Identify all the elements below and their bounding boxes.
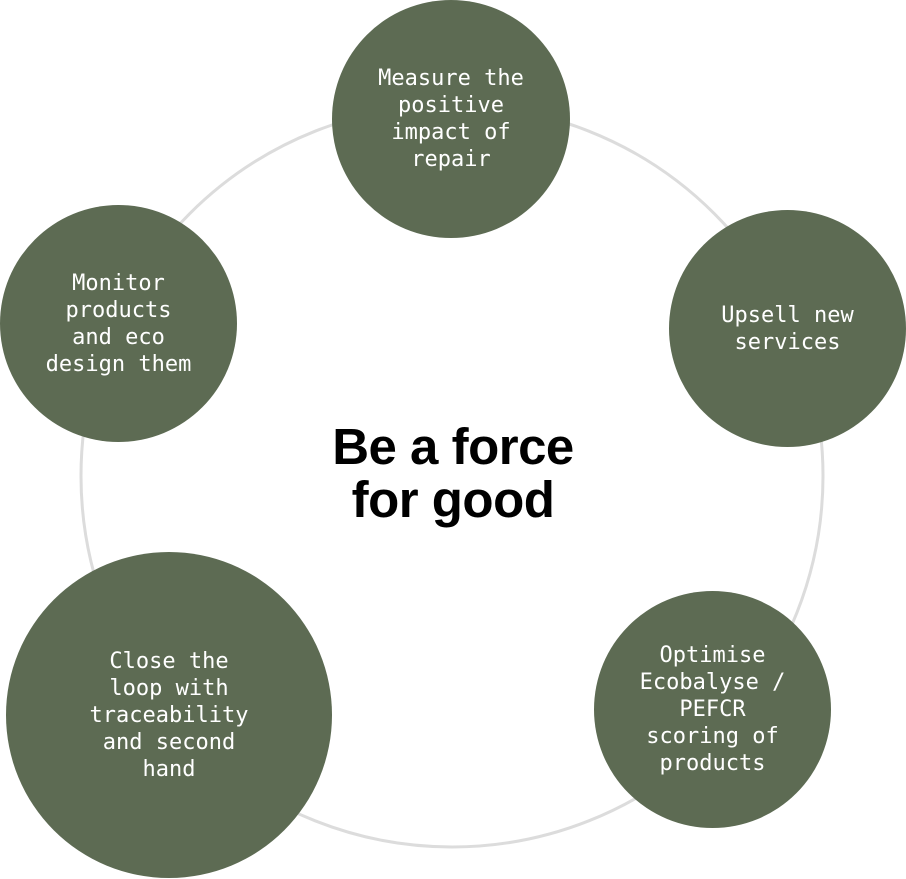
node-measure-impact: Measure the positive impact of repair [332,0,570,238]
node-upsell-services: Upsell new services [669,210,906,447]
node-close-loop-label: Close the loop with traceability and sec… [89,648,249,782]
node-optimise-scoring-label: Optimise Ecobalyse / PEFCR scoring of pr… [639,643,786,776]
node-close-loop: Close the loop with traceability and sec… [6,552,332,878]
center-title: Be a force for good [332,418,574,528]
node-optimise-scoring: Optimise Ecobalyse / PEFCR scoring of pr… [594,591,831,828]
node-measure-impact-label: Measure the positive impact of repair [378,66,524,172]
node-monitor-products: Monitor products and eco design them [0,205,237,442]
node-monitor-products-label: Monitor products and eco design them [45,270,192,377]
node-upsell-services-label: Upsell new services [721,302,854,355]
